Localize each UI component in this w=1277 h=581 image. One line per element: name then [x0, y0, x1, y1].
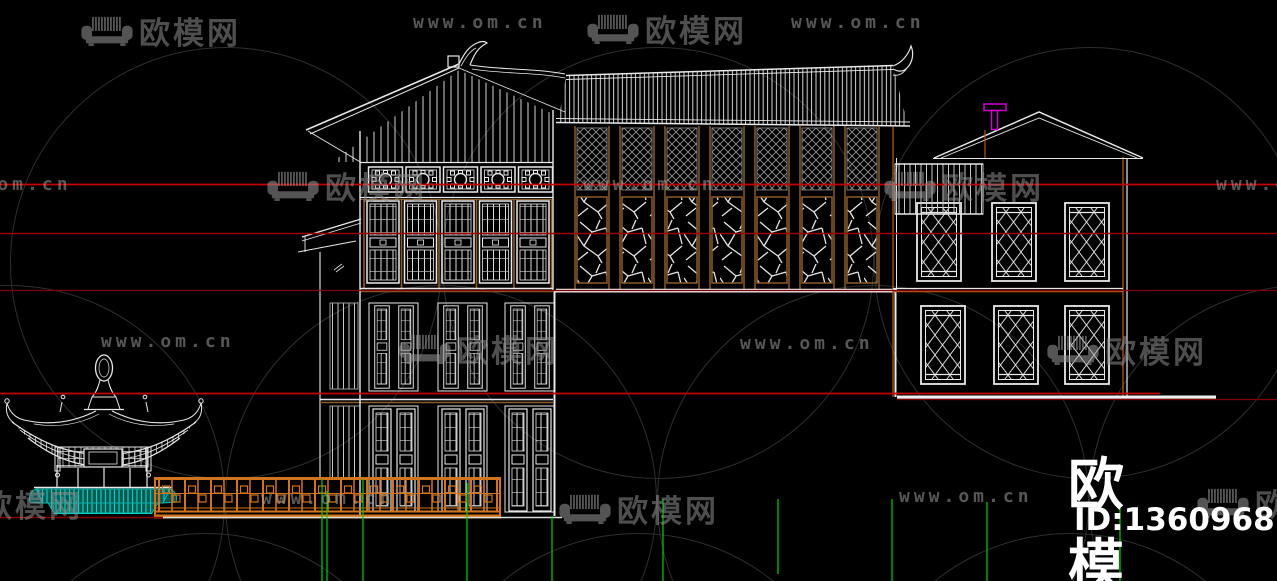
- main-building: [305, 40, 566, 517]
- roof-ornament-magenta: [983, 103, 1007, 131]
- door-row-upper: [368, 302, 555, 392]
- drawing-id-text: ID:1360968: [1074, 502, 1275, 538]
- awning: [894, 163, 984, 215]
- red-reference-lines: [0, 183, 1277, 519]
- middle-section: [553, 44, 914, 516]
- colonnade-bays: [574, 126, 880, 290]
- green-reference-lines: [321, 479, 1121, 581]
- right-building: [892, 103, 1216, 399]
- ground-floor-box: [553, 290, 897, 516]
- rosette-window-row: [367, 166, 554, 193]
- pavilion-columns: [56, 465, 148, 488]
- baseline: [897, 395, 1216, 399]
- diamond-window-rows: [916, 202, 1110, 385]
- lattice-window-row: [363, 200, 553, 289]
- left-wing: [297, 218, 362, 479]
- site-logo-text: 欧模网: [1068, 453, 1127, 581]
- ice-crack-panels: [576, 196, 878, 284]
